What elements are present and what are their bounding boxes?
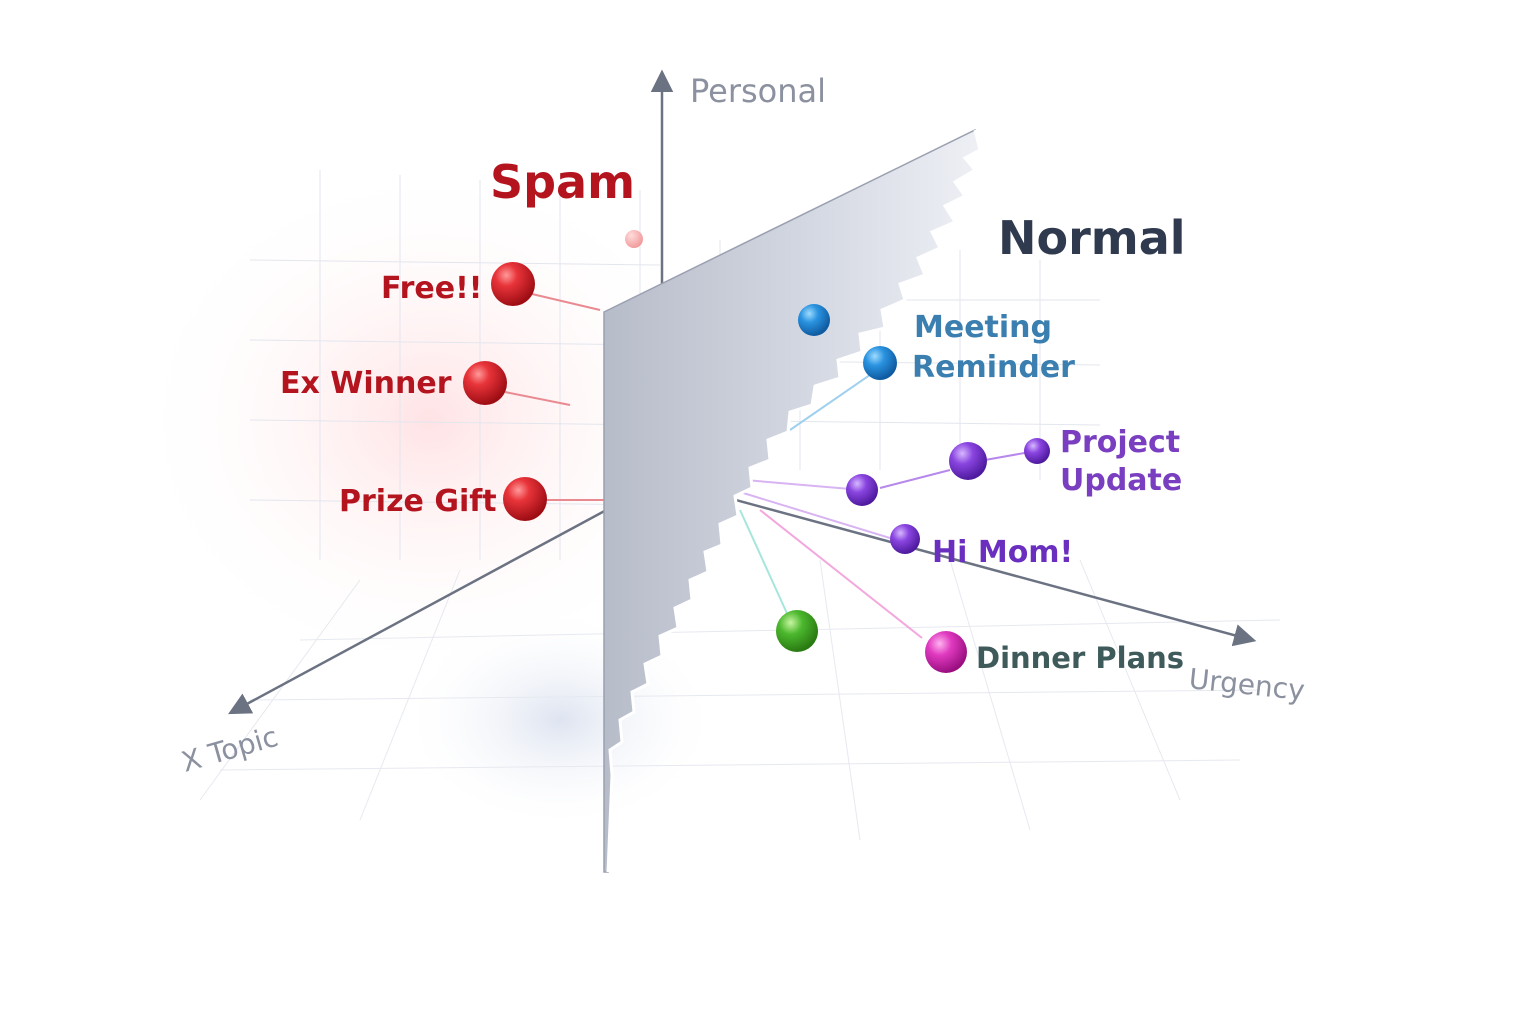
project-point-2 <box>949 442 987 480</box>
meeting-point-2 <box>863 346 897 380</box>
meeting-label-line2: Reminder <box>912 350 1075 385</box>
free-point <box>491 262 535 306</box>
urgency-axis-label: Urgency <box>1187 662 1306 707</box>
green-point <box>776 610 818 652</box>
project-point-1 <box>846 474 878 506</box>
dinner-plans-label: Dinner Plans <box>976 641 1184 675</box>
connector-lines <box>504 293 1031 639</box>
spam-region-title: Spam <box>490 155 635 209</box>
personal-axis-label: Personal <box>690 72 826 110</box>
ex-winner-label: Ex Winner <box>280 366 452 401</box>
floor-grid <box>199 559 1281 841</box>
hi-mom-label: Hi Mom! <box>932 535 1073 570</box>
wall-torn-edge-highlight <box>606 129 982 873</box>
meeting-label-line1: Meeting <box>914 310 1052 345</box>
spam-glow <box>130 160 730 680</box>
topic-axis <box>228 478 663 715</box>
free-label: Free!! <box>381 271 482 306</box>
prize-gift-point <box>503 477 547 521</box>
urgency-axis <box>661 478 1257 647</box>
normal-region-title: Normal <box>998 211 1186 265</box>
dinner-plans-point <box>925 631 967 673</box>
hi-mom-point <box>890 524 920 554</box>
floor-shade <box>400 610 720 830</box>
prize-gift-label: Prize Gift <box>339 484 497 519</box>
project-label-line1: Project <box>1060 425 1180 460</box>
project-label-line2: Update <box>1060 463 1182 498</box>
faint-spam-point <box>625 230 643 248</box>
project-point-3 <box>1024 438 1050 464</box>
ex-winner-point <box>463 361 507 405</box>
meeting-point-1 <box>798 304 830 336</box>
